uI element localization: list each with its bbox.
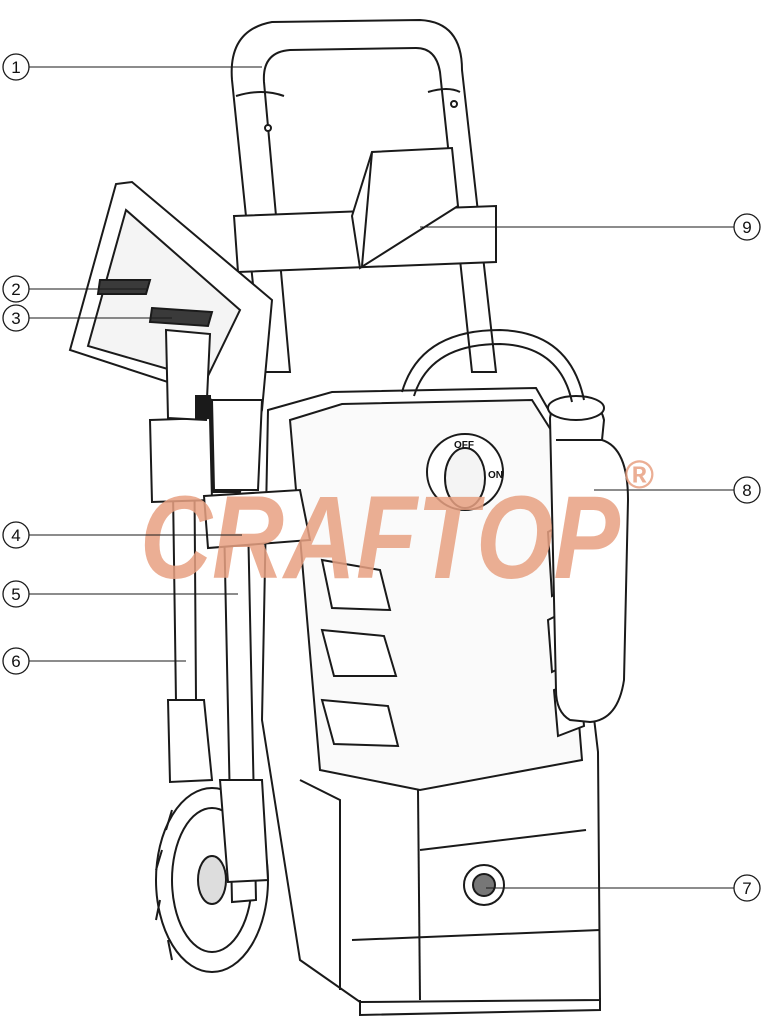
callout-6: 6	[2, 647, 30, 675]
hose-loop	[401, 328, 585, 403]
callout-6-number: 6	[11, 652, 20, 671]
callout-1: 1	[2, 53, 30, 81]
callout-2-number: 2	[11, 280, 20, 299]
callout-2: 2	[2, 275, 30, 303]
detergent-bottle	[547, 395, 630, 724]
callout-3-number: 3	[11, 309, 20, 328]
callout-7: 7	[733, 874, 761, 902]
water-inlet	[463, 864, 505, 906]
callout-5-number: 5	[11, 585, 20, 604]
handle	[230, 18, 498, 373]
callout-4: 4	[2, 521, 30, 549]
spray-gun	[68, 180, 274, 493]
gun-holder	[202, 488, 312, 550]
callout-9-number: 9	[742, 218, 751, 237]
hose-hook	[232, 146, 497, 274]
lance	[218, 519, 270, 904]
switch-off-label: OFF	[454, 440, 474, 451]
callout-8-number: 8	[742, 481, 751, 500]
hose	[148, 416, 214, 784]
callout-8: 8	[733, 476, 761, 504]
callout-9: 9	[733, 213, 761, 241]
callout-4-number: 4	[11, 526, 20, 545]
callout-5: 5	[2, 580, 30, 608]
callout-7-number: 7	[742, 879, 751, 898]
leader-lines	[29, 66, 735, 889]
watermark: CRAFTOP ®	[140, 453, 654, 604]
on-off-switch: OFF ON	[426, 433, 504, 511]
callout-1-number: 1	[11, 58, 20, 77]
switch-on-label: ON	[488, 470, 503, 481]
watermark-text: CRAFTOP	[140, 472, 620, 604]
callout-3: 3	[2, 304, 30, 332]
